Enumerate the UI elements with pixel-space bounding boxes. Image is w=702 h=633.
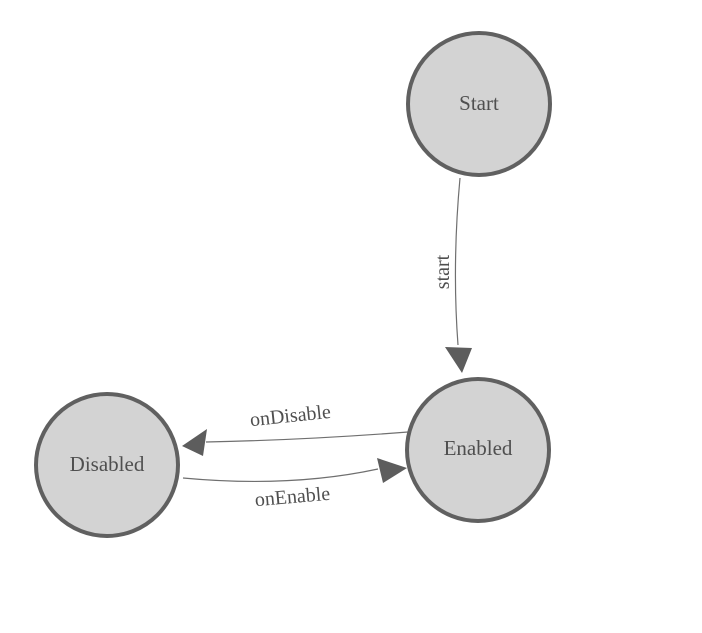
edge-line-onenable [182, 468, 379, 483]
edge-line-start [454, 177, 461, 346]
state-node-start: Start [406, 31, 552, 177]
arrowhead-icon [445, 347, 472, 373]
state-node-disabled: Disabled [34, 392, 180, 538]
edge-label-start: start [432, 254, 454, 289]
edge-enabled-to-disabled: onDisable [182, 401, 409, 456]
start-node-circle [406, 31, 552, 177]
enabled-node-circle [405, 377, 551, 523]
edge-label-onenable: onEnable [254, 483, 331, 512]
edge-disabled-to-enabled: onEnable [182, 458, 407, 512]
state-node-enabled: Enabled [405, 377, 551, 523]
edge-line-ondisable [205, 431, 409, 443]
start-node-label: Start [459, 91, 499, 115]
arrowhead-icon [377, 458, 407, 483]
edge-start-to-enabled: start [432, 177, 472, 373]
arrowhead-icon [182, 429, 207, 456]
disabled-node-circle [34, 392, 180, 538]
enabled-node-label: Enabled [444, 436, 513, 460]
disabled-node-label: Disabled [70, 452, 145, 476]
edge-label-ondisable: onDisable [249, 401, 332, 431]
